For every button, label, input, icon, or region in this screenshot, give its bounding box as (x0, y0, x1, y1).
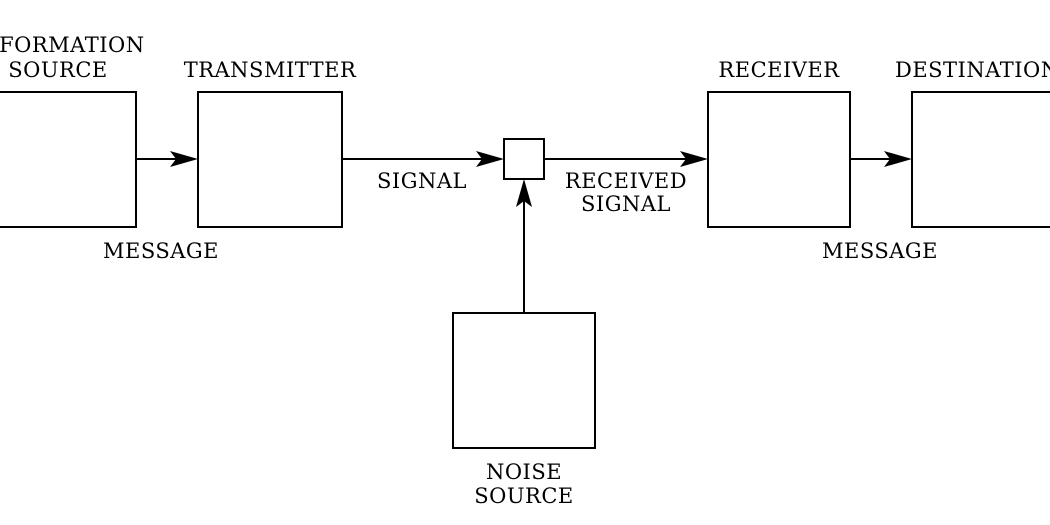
information-source-box (0, 91, 137, 228)
destination-label: DESTINATION (895, 58, 1050, 82)
received-signal-label-line2: SIGNAL (581, 192, 671, 216)
message-label-left: MESSAGE (103, 239, 219, 263)
received-signal-label-line1: RECEIVED (565, 169, 687, 193)
information-source-label-line2: SOURCE (8, 58, 108, 82)
noise-junction-box (503, 138, 545, 180)
arrowhead-source-to-transmitter (170, 151, 198, 167)
message-label-right: MESSAGE (822, 239, 938, 263)
arrowhead-junction-to-receiver (680, 151, 708, 167)
noise-source-label-line1: NOISE (486, 460, 562, 484)
noise-source-box (452, 312, 596, 449)
arrowhead-receiver-to-destination (884, 151, 912, 167)
receiver-label: RECEIVER (718, 58, 840, 82)
transmitter-box (197, 91, 343, 228)
destination-box (911, 91, 1050, 228)
transmitter-label: TRANSMITTER (184, 58, 357, 82)
arrowhead-noise-to-junction (516, 179, 532, 207)
information-source-label-line1: INFORMATION (0, 33, 145, 57)
arrowhead-transmitter-to-junction (476, 151, 504, 167)
signal-label: SIGNAL (377, 169, 467, 193)
receiver-box (707, 91, 851, 228)
noise-source-label-line2: SOURCE (474, 484, 574, 508)
